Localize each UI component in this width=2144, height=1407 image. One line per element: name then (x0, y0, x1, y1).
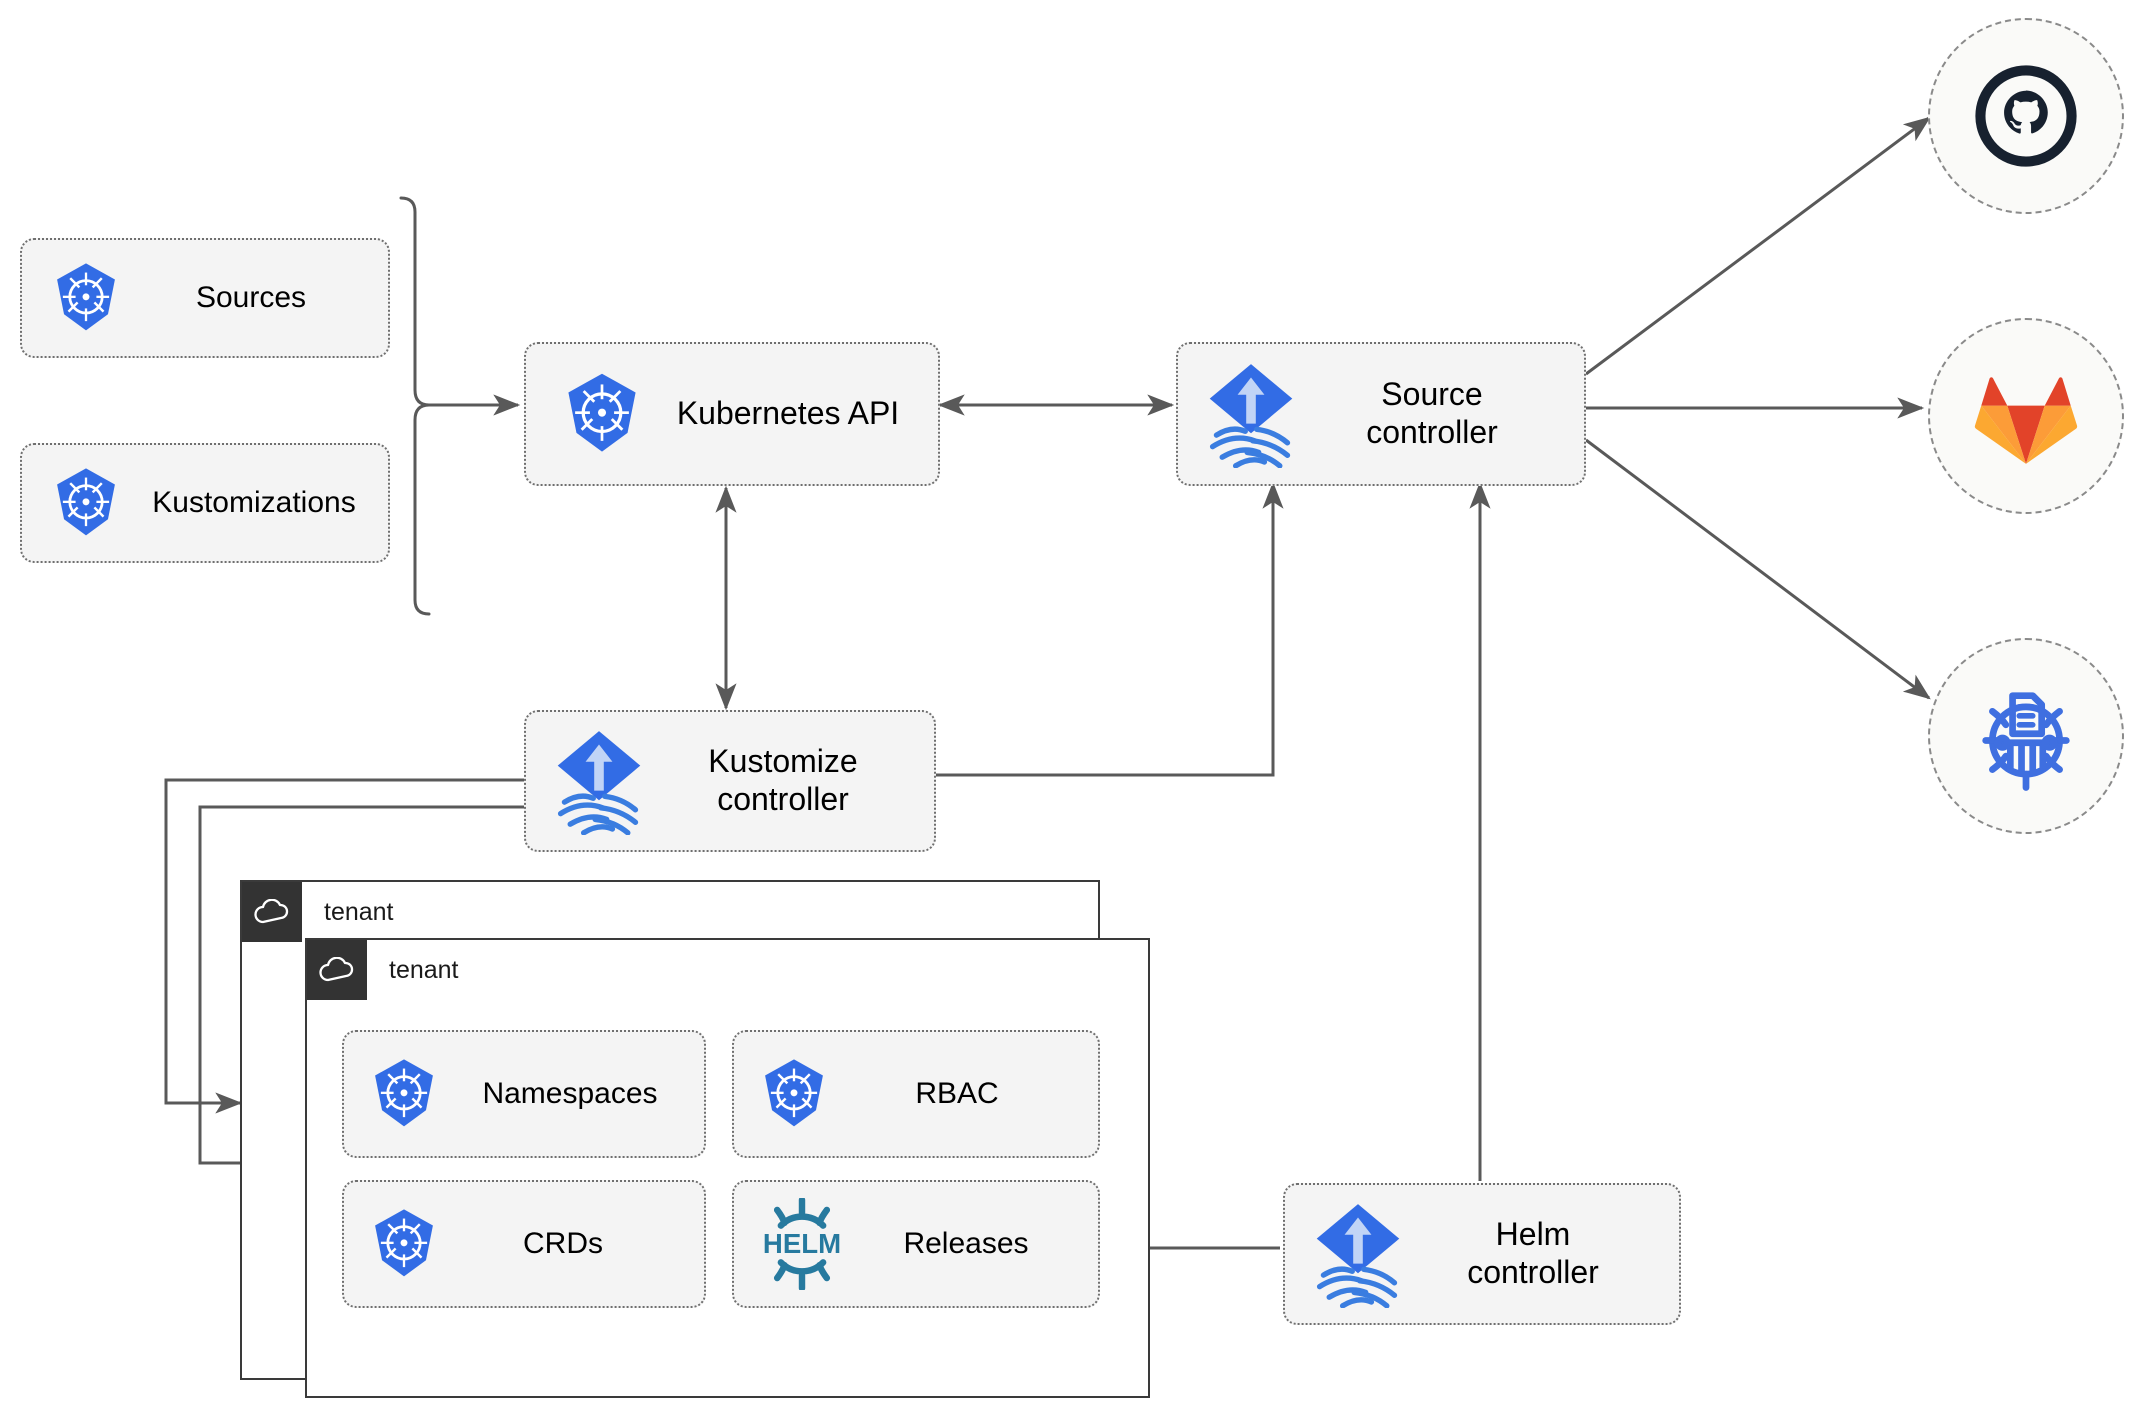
node-label: Helm controller (1467, 1216, 1599, 1290)
tenant-header: tenant (242, 882, 394, 942)
kubernetes-icon (36, 259, 136, 337)
node-label: Source controller (1366, 376, 1498, 450)
kubernetes-icon (546, 369, 658, 459)
node-label: Kustomize controller (708, 743, 858, 817)
node-label: Kubernetes API (676, 395, 900, 432)
kubernetes-icon (746, 1055, 842, 1133)
tenant-resource-label: Namespaces (482, 1077, 658, 1111)
helm-icon: HELM (746, 1198, 858, 1290)
kubernetes-icon (36, 464, 136, 542)
endpoint-helm-repository[interactable] (1928, 638, 2124, 834)
helm-repository-icon (1982, 692, 2070, 791)
endpoint-github[interactable] (1928, 18, 2124, 214)
flux-icon (540, 727, 658, 835)
tenant-resource-namespaces[interactable]: Namespaces (342, 1030, 706, 1158)
resource-card-kustomizations[interactable]: Kustomizations (20, 443, 390, 563)
tenant-resource-label: CRDs (523, 1227, 603, 1261)
tenant-header: tenant (307, 940, 459, 1000)
cloud-icon (307, 940, 367, 1000)
resource-label: Sources (195, 281, 307, 315)
tenant-inner[interactable]: tenant Na (305, 938, 1150, 1398)
cloud-icon (242, 882, 302, 942)
resource-card-sources[interactable]: Sources (20, 238, 390, 358)
kubernetes-icon (356, 1055, 452, 1133)
endpoint-gitlab[interactable] (1928, 318, 2124, 514)
gitlab-icon (1974, 377, 2078, 464)
tenant-resource-rbac[interactable]: RBAC (732, 1030, 1100, 1158)
kubernetes-icon (356, 1205, 452, 1283)
flux-icon (1192, 360, 1310, 468)
tenant-resource-label: Releases (903, 1227, 1029, 1261)
node-kubernetes-api[interactable]: Kubernetes API (524, 342, 940, 486)
tenant-label: tenant (324, 897, 394, 926)
tenant-label: tenant (389, 955, 459, 984)
flux-icon (1299, 1200, 1417, 1308)
resource-label: Kustomizations (152, 486, 356, 520)
tenant-resource-releases[interactable]: HELM Releases (732, 1180, 1100, 1308)
node-helm-controller[interactable]: Helm controller (1283, 1183, 1681, 1325)
tenant-resource-label: RBAC (915, 1077, 999, 1111)
github-icon (1975, 65, 2077, 167)
svg-text:HELM: HELM (763, 1228, 841, 1259)
node-source-controller[interactable]: Source controller (1176, 342, 1586, 486)
tenant-resource-crds[interactable]: CRDs (342, 1180, 706, 1308)
node-kustomize-controller[interactable]: Kustomize controller (524, 710, 936, 852)
